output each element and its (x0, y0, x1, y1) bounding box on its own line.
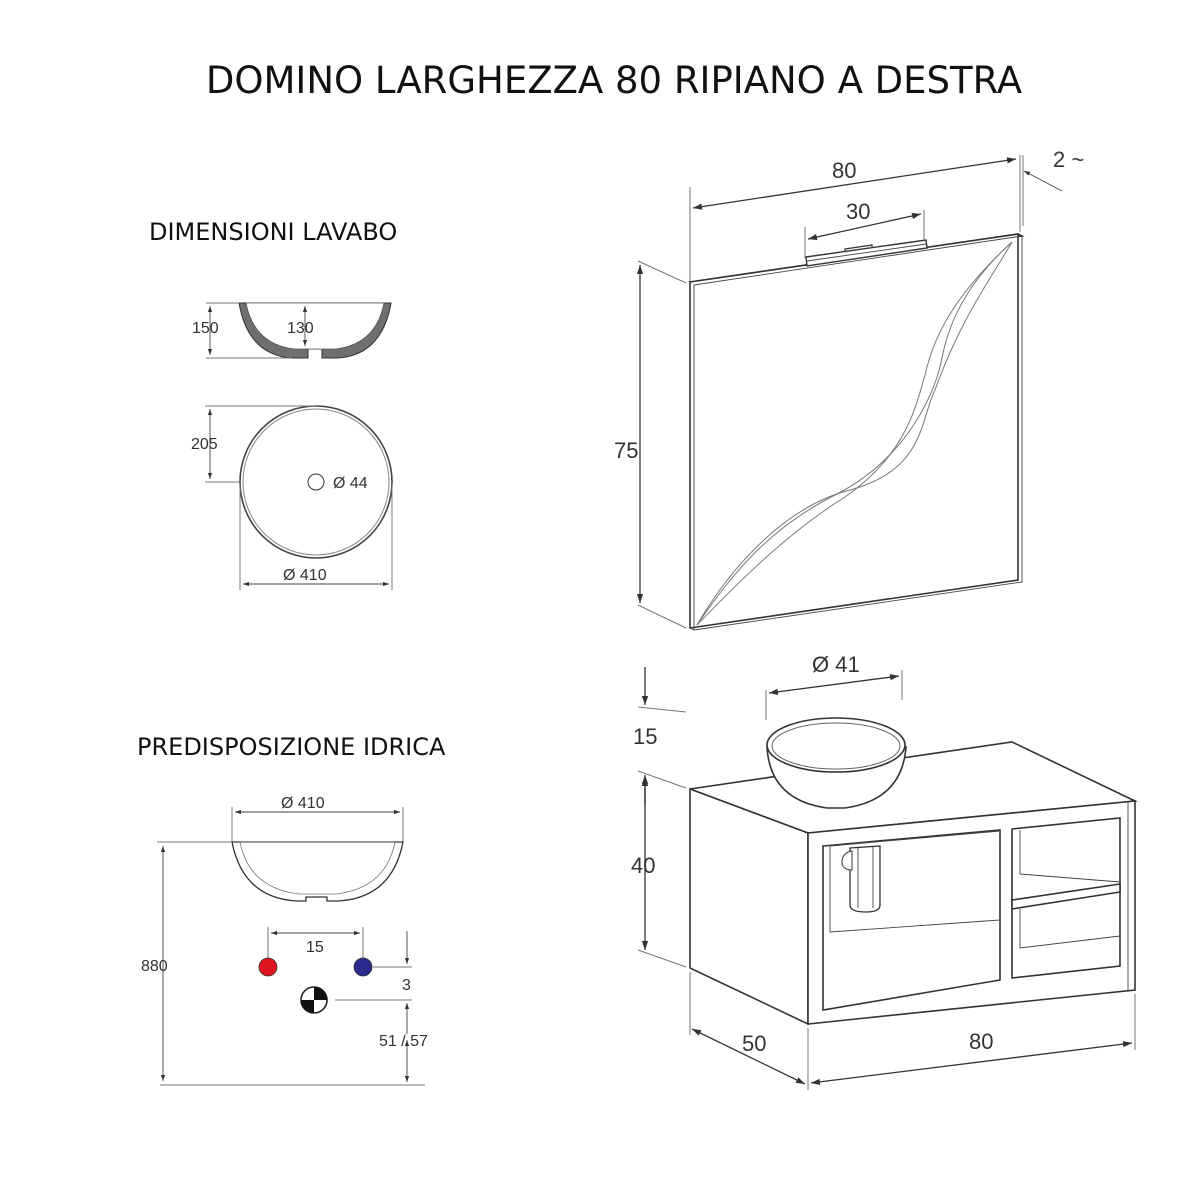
drain-pipe (841, 845, 881, 913)
cabinet-width-label: 80 (969, 1029, 993, 1054)
vessel-bowl (766, 717, 907, 809)
cabinet-shelf (1011, 883, 1121, 910)
bowl-diameter-label: Ø 41 (812, 652, 860, 677)
sink-dimensions-section: DIMENSIONI LAVABO 150 130 Ø 44 205 Ø 4 (149, 218, 397, 590)
cabinet-depth-label: 50 (742, 1031, 766, 1056)
sink-top-view: Ø 44 205 Ø 410 (191, 405, 393, 590)
drain-diameter-label: Ø 44 (333, 475, 368, 492)
drain-offset-label: 3 (402, 977, 411, 994)
sink-section-heading: DIMENSIONI LAVABO (149, 218, 397, 246)
mirror-view: 80 30 2 ~ 75 (614, 147, 1084, 631)
mirror-wave-decoration (696, 241, 1013, 626)
plumbing-basin-section (231, 841, 404, 902)
hot-water-inlet-icon (258, 957, 278, 977)
sink-inner-depth-label: 130 (287, 320, 314, 337)
page-title: DOMINO LARGHEZZA 80 RIPIANO A DESTRA (206, 59, 1022, 102)
cold-water-inlet-icon (353, 957, 373, 977)
plumbing-section-heading: PREDISPOSIZIONE IDRICA (137, 733, 446, 761)
plumbing-basin-diameter-label: Ø 410 (281, 795, 325, 812)
tap-spacing-label: 15 (306, 939, 324, 956)
cabinet-height-label: 40 (631, 853, 655, 878)
mirror-lamp (805, 239, 928, 267)
drain-hole-icon (307, 473, 325, 491)
drain-outlet-icon (300, 986, 328, 1014)
sink-side-height-label: 150 (192, 320, 219, 337)
bowl-height-label: 15 (633, 724, 657, 749)
mirror-wall-gap-label: 2 ~ (1053, 147, 1084, 172)
sink-outer-diameter-label: Ø 410 (283, 567, 327, 584)
plumbing-total-height-label: 880 (141, 958, 168, 975)
lamp-width-label: 30 (846, 199, 870, 224)
sink-top-offset-label: 205 (191, 436, 218, 453)
mirror-width-label: 80 (832, 158, 856, 183)
cabinet-view: Ø 41 15 40 (631, 652, 1138, 1090)
sink-side-view: 150 130 (192, 302, 392, 359)
plumbing-section: PREDISPOSIZIONE IDRICA Ø 410 880 15 3 (137, 733, 446, 1086)
mirror-height-label: 75 (614, 438, 638, 463)
drain-height-label: 51 / 57 (379, 1033, 428, 1050)
mirror-panel (689, 233, 1019, 629)
